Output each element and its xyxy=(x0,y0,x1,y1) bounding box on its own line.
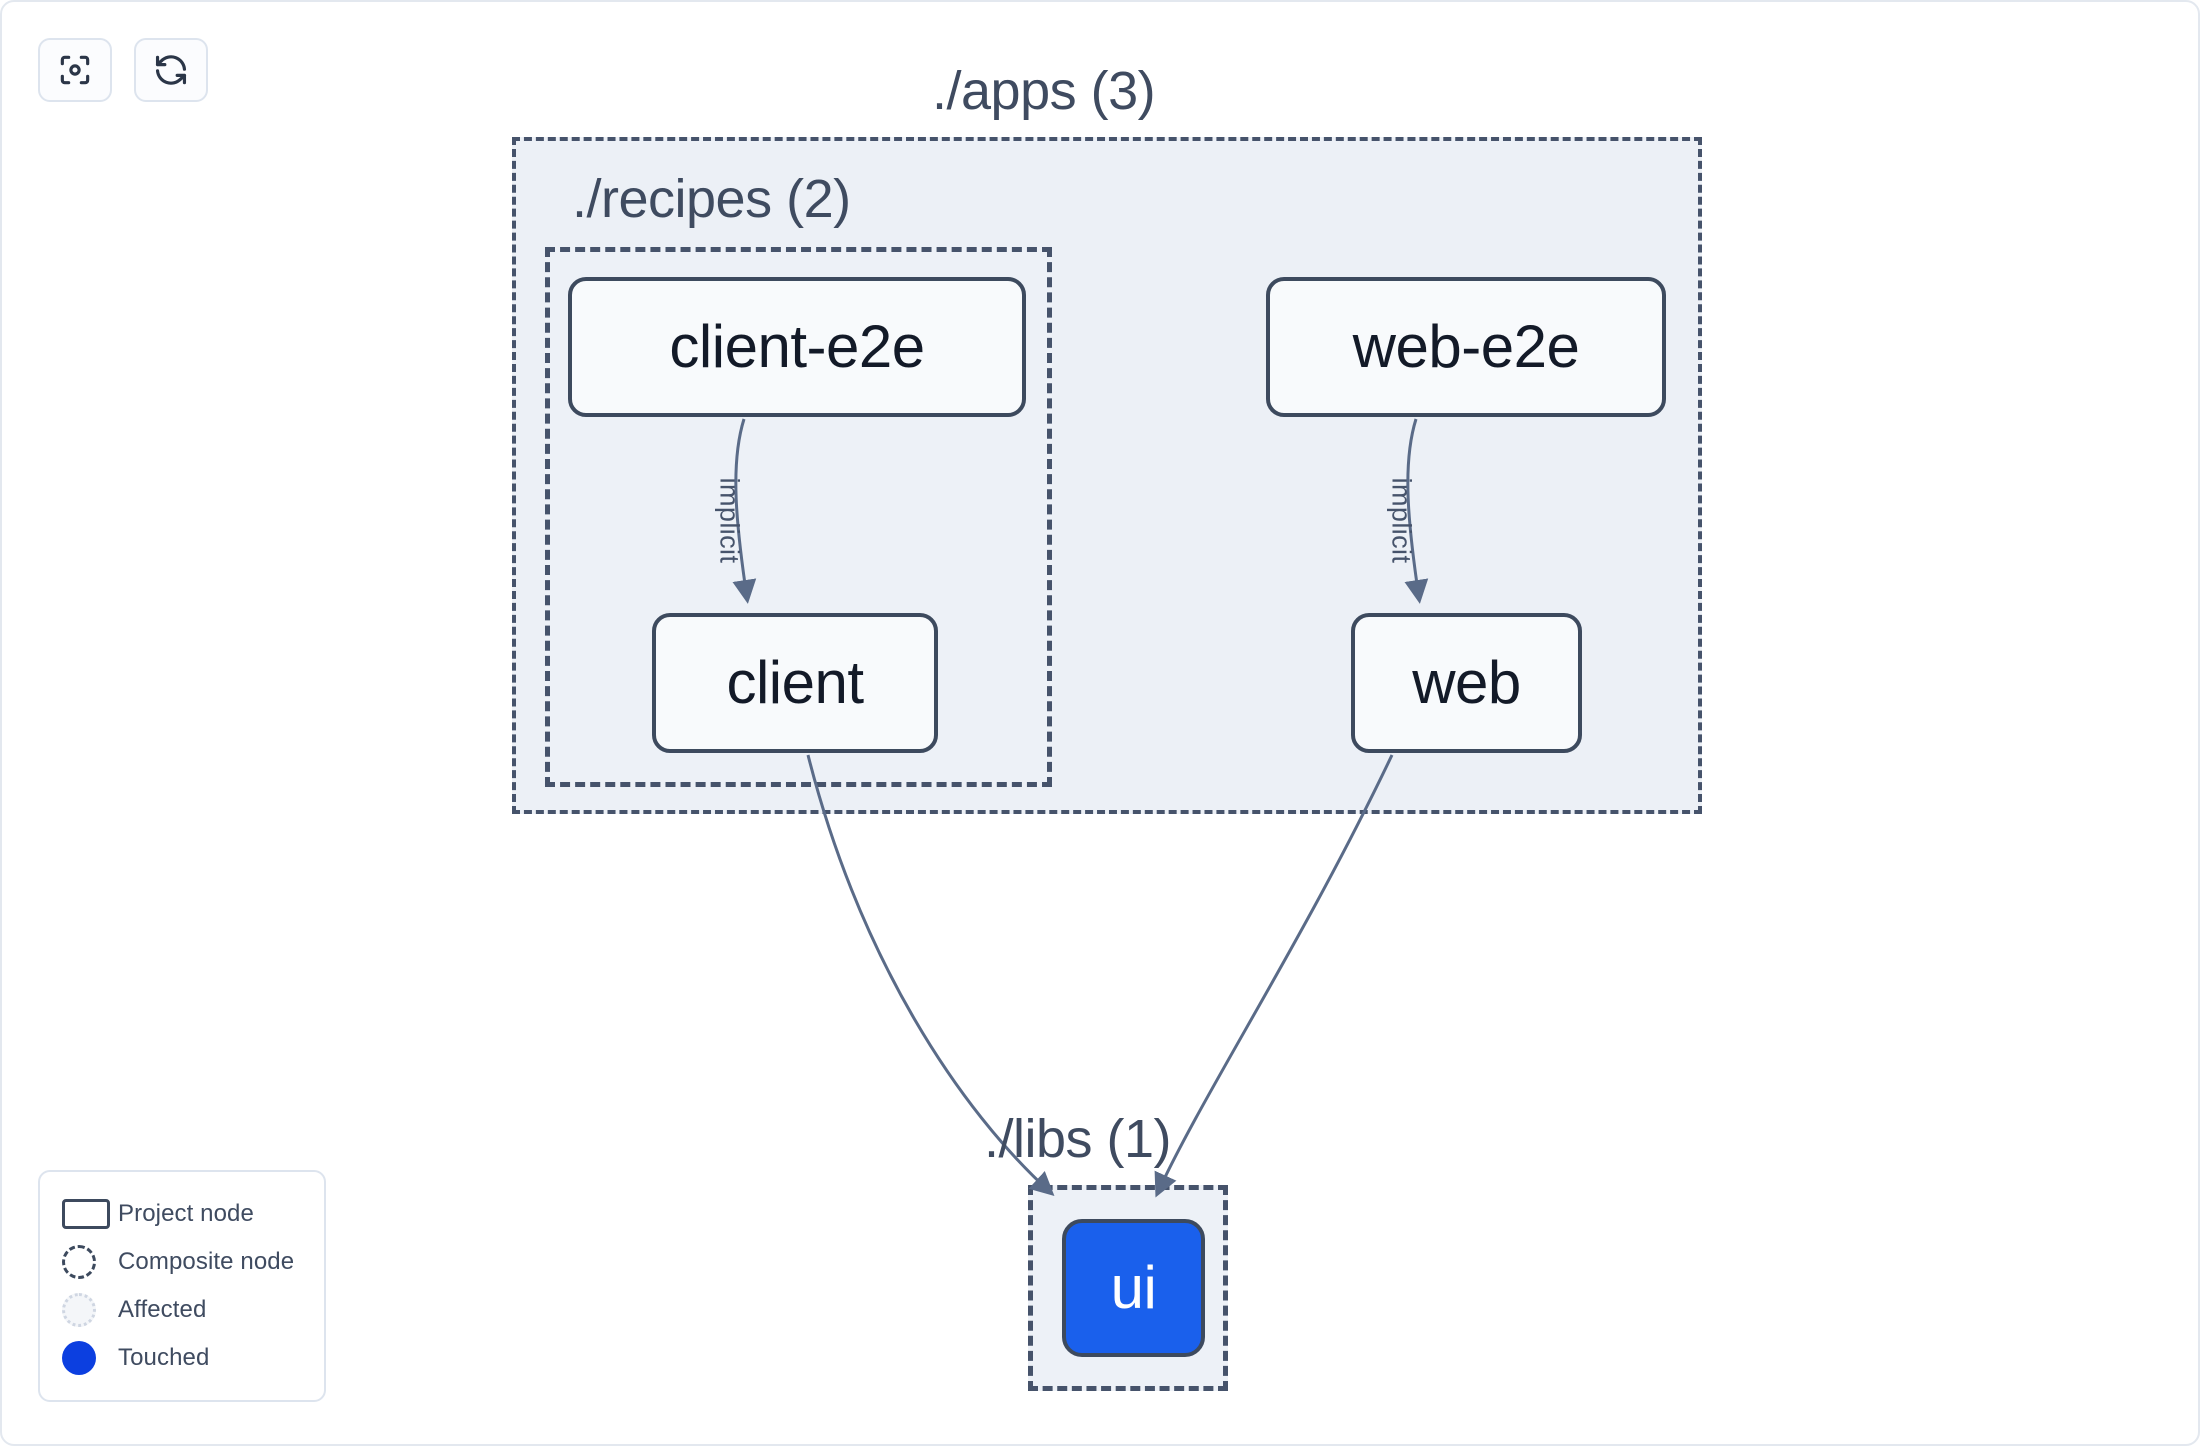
legend-label-touched: Touched xyxy=(118,1344,210,1371)
node-client-e2e[interactable]: client-e2e xyxy=(568,277,1026,417)
refresh-icon xyxy=(152,51,190,89)
legend-item-composite-node: Composite node xyxy=(62,1238,304,1286)
touched-icon xyxy=(62,1341,118,1375)
focus-target-icon xyxy=(56,51,94,89)
legend-item-project-node: Project node xyxy=(62,1190,304,1238)
group-label-recipes: ./recipes (2) xyxy=(572,169,851,229)
refresh-graph-button[interactable] xyxy=(134,38,208,102)
node-label-ui: ui xyxy=(1110,1254,1157,1321)
affected-icon xyxy=(62,1293,118,1327)
graph-legend: Project node Composite node Affected Tou… xyxy=(38,1170,326,1402)
legend-label-composite-node: Composite node xyxy=(118,1248,295,1275)
node-client[interactable]: client xyxy=(652,613,938,753)
legend-item-affected: Affected xyxy=(62,1286,304,1334)
group-label-apps: ./apps (3) xyxy=(932,61,1156,121)
group-label-libs: ./libs (1) xyxy=(984,1109,1172,1169)
node-label-web: web xyxy=(1412,649,1521,716)
node-label-web-e2e: web-e2e xyxy=(1352,313,1580,380)
edge-web-to-ui xyxy=(1154,754,1394,1198)
edge-label-client-implicit: implicit xyxy=(714,477,745,564)
node-label-client: client xyxy=(726,649,864,716)
node-web-e2e[interactable]: web-e2e xyxy=(1266,277,1666,417)
legend-label-project-node: Project node xyxy=(118,1200,254,1227)
graph-toolbar xyxy=(38,38,208,102)
composite-node-icon xyxy=(62,1245,118,1279)
legend-label-affected: Affected xyxy=(118,1296,207,1323)
node-label-client-e2e: client-e2e xyxy=(669,313,925,380)
project-node-icon xyxy=(62,1199,118,1229)
node-web[interactable]: web xyxy=(1351,613,1582,753)
focus-graph-button[interactable] xyxy=(38,38,112,102)
edge-label-web-implicit: implicit xyxy=(1386,477,1417,564)
node-ui[interactable]: ui xyxy=(1062,1219,1205,1357)
legend-item-touched: Touched xyxy=(62,1334,304,1382)
